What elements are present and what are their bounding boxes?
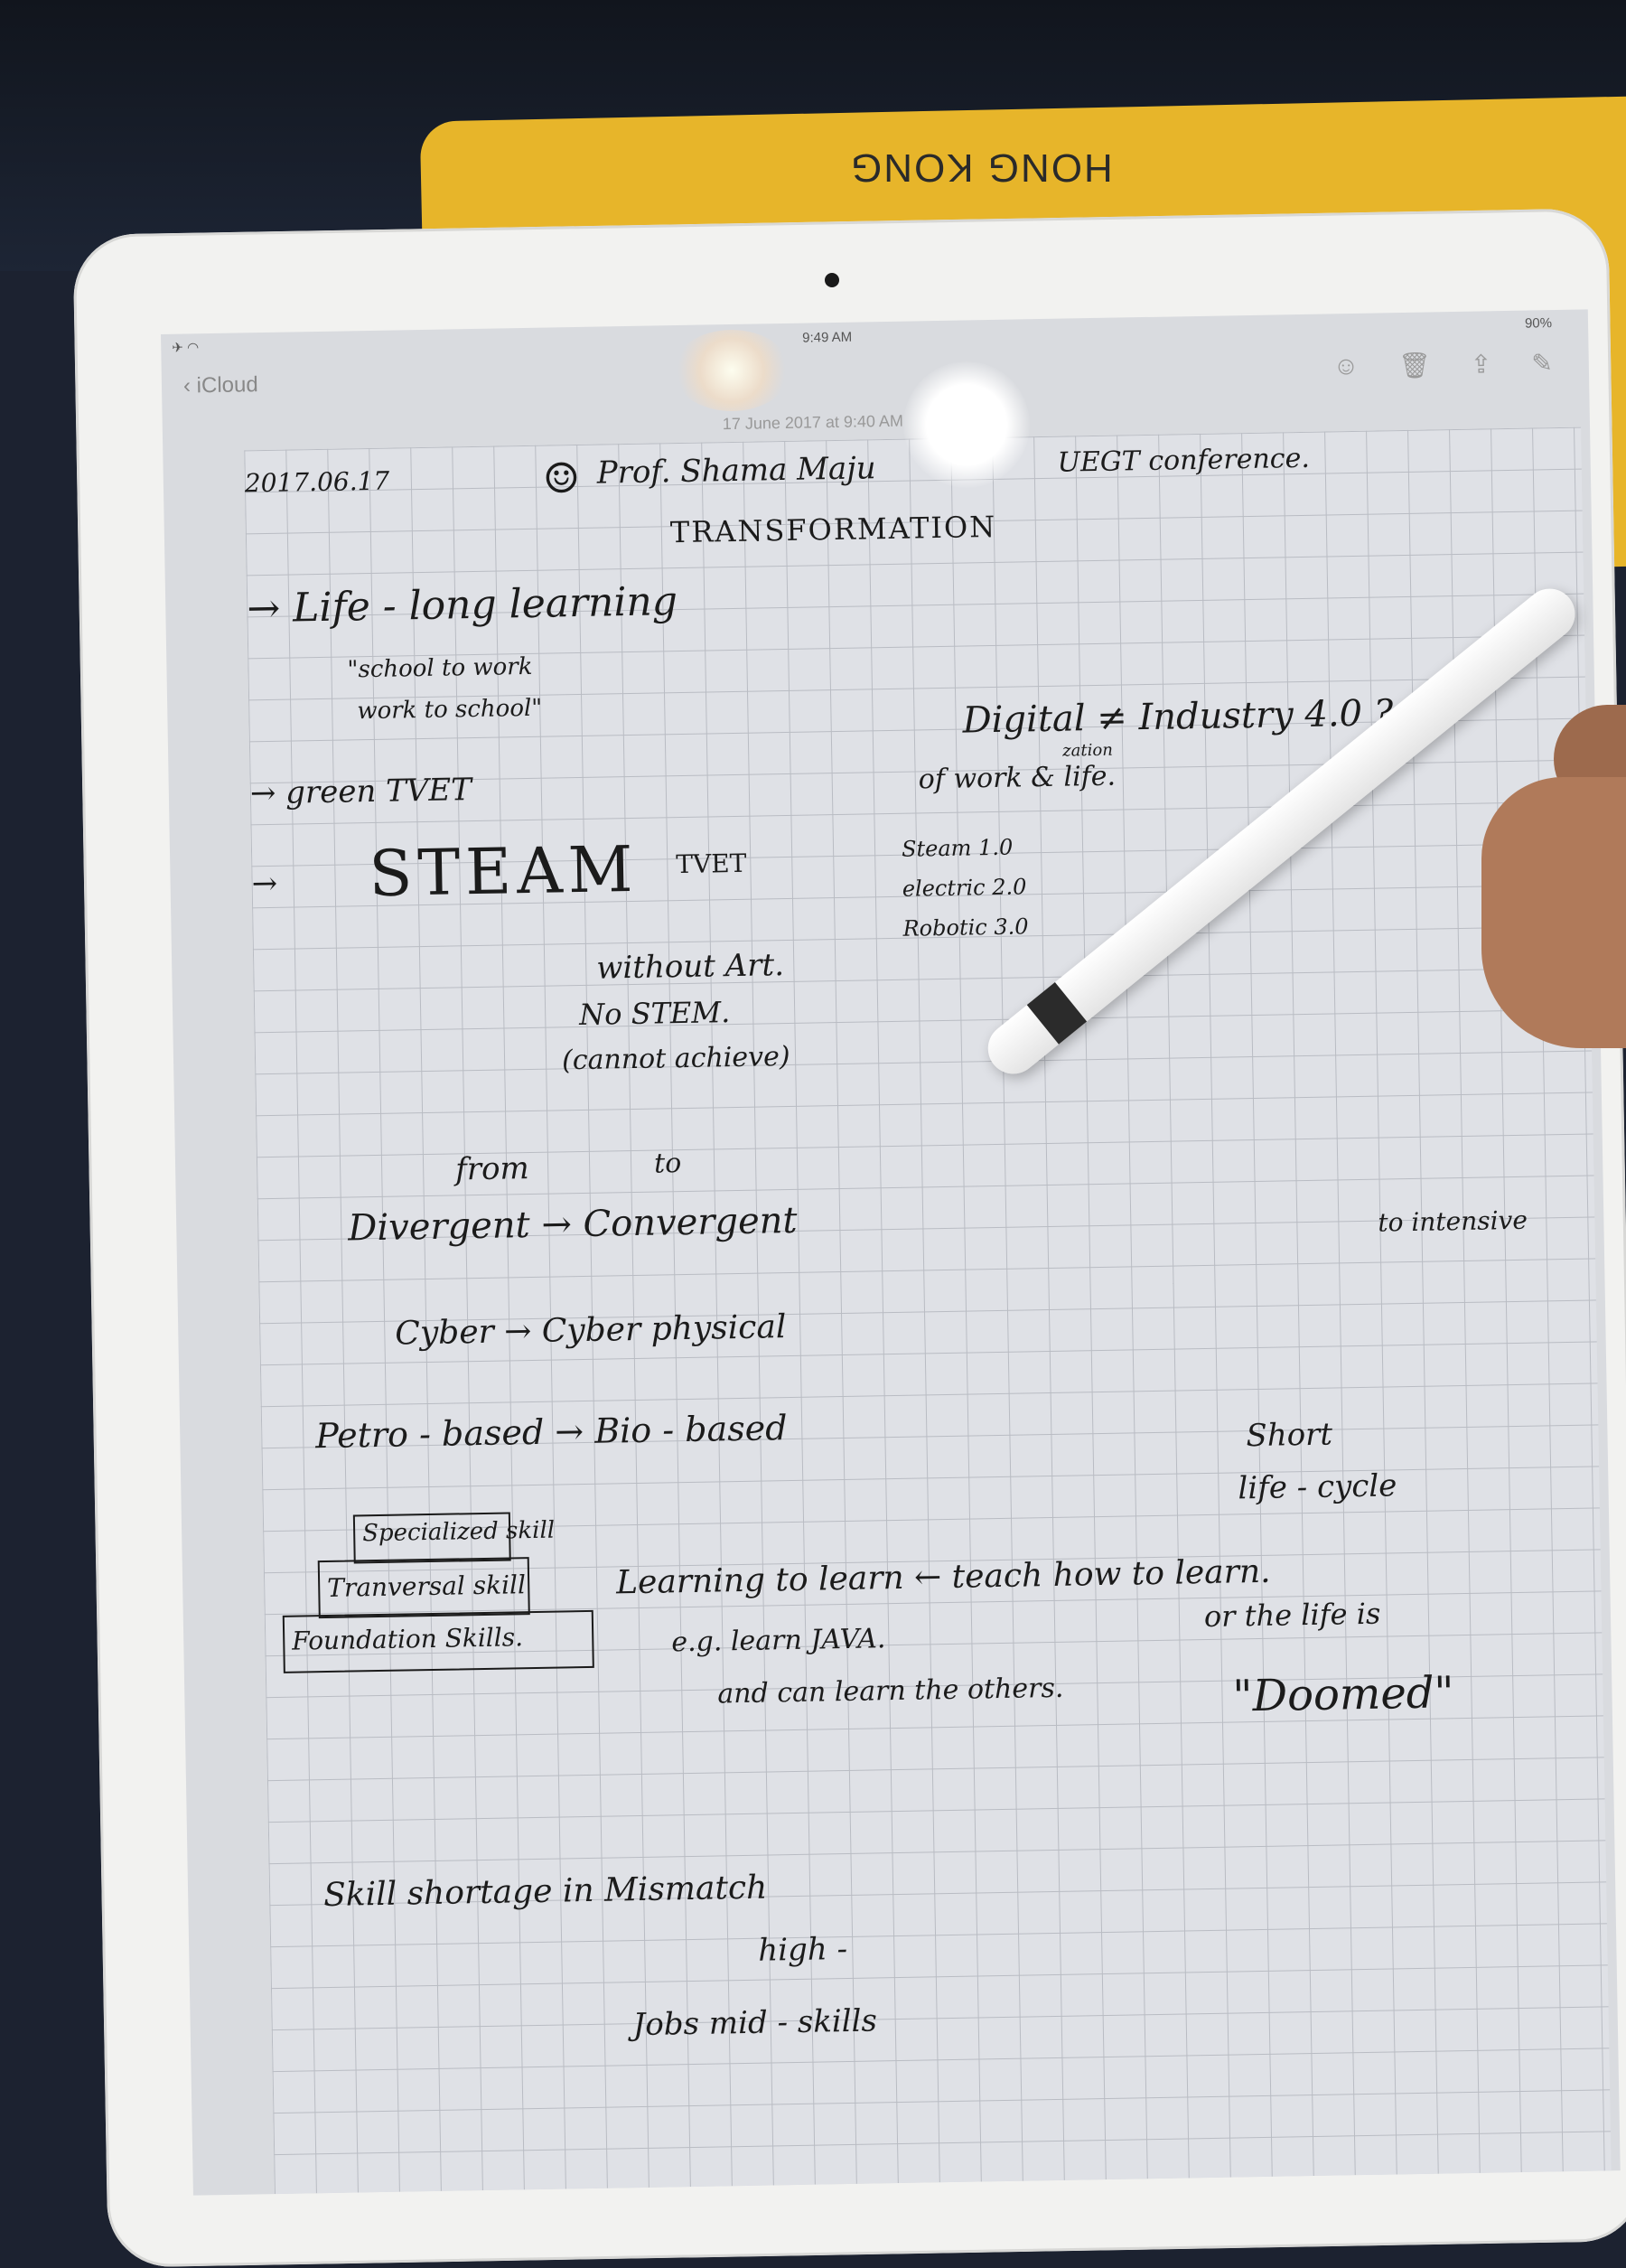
steam-word: STEAM	[368, 831, 640, 912]
jobs-line: Jobs mid - skills	[632, 2002, 878, 2044]
trash-icon[interactable]: 🗑	[1398, 351, 1432, 380]
high-line: high -	[757, 1931, 848, 1969]
skill-shortage-line: Skill shortage in Mismatch	[322, 1869, 768, 1915]
and-can-line: and can learn the others.	[717, 1672, 1064, 1710]
intensive-line: to intensive	[1378, 1204, 1528, 1238]
share-icon[interactable]: ⇪	[1470, 350, 1492, 379]
learning-line: Learning to learn ← teach how to learn.	[615, 1552, 1271, 1602]
digital-line: Digital ≠ Industry 4.0 ?	[962, 692, 1394, 742]
eg-line: e.g. learn JAVA.	[671, 1623, 886, 1659]
without-art: without Art.	[595, 947, 785, 987]
specialized-label: Specialized skill	[361, 1516, 556, 1548]
life-cycle-line: life - cycle	[1238, 1467, 1397, 1507]
note-timestamp: 17 June 2017 at 9:40 AM	[722, 411, 904, 434]
or-life-line: or the life is	[1203, 1596, 1381, 1635]
back-button[interactable]: ‹ iCloud	[183, 372, 258, 398]
light-glare	[673, 330, 790, 411]
lifelong-line: → Life - long learning	[246, 578, 678, 633]
robotic-line: Robotic 3.0	[902, 914, 1029, 942]
from-label: from	[454, 1150, 530, 1188]
event-name: UEGT conference.	[1057, 442, 1311, 479]
to-label: to	[653, 1148, 682, 1180]
toolbar-icons: ☺ 🗑 ⇪ ✎	[1332, 348, 1553, 381]
quote-line-1: "school to work	[347, 652, 533, 684]
note-heading: TRANSFORMATION	[669, 509, 997, 550]
grid-paper[interactable]: 2017.06.17 ☺ Prof. Shama Maju UEGT confe…	[244, 426, 1612, 2195]
tvet-label: TVET	[676, 848, 747, 880]
green-tvet-line: → green TVET	[249, 772, 472, 812]
petro-line: Petro - based → Bio - based	[314, 1408, 788, 1457]
steam-1-line: Steam 1.0	[901, 834, 1014, 862]
status-time: 9:49 AM	[802, 329, 853, 346]
compose-icon[interactable]: ✎	[1531, 349, 1554, 378]
no-stem: No STEM.	[578, 995, 731, 1033]
speaker-name: Prof. Shama Maju	[596, 450, 876, 492]
add-people-icon[interactable]: ☺	[1332, 351, 1360, 380]
electric-line: electric 2.0	[902, 874, 1027, 902]
note-date: 2017.06.17	[244, 465, 390, 499]
battery-indicator: 90%	[1524, 315, 1553, 332]
short-line: Short	[1246, 1416, 1333, 1455]
cyber-line: Cyber → Cyber physical	[394, 1308, 787, 1353]
steam-arrow: →	[251, 865, 278, 903]
doomed-line: "Doomed"	[1232, 1667, 1455, 1722]
foundation-label: Foundation Skills.	[291, 1622, 524, 1656]
hand	[1481, 777, 1626, 1048]
light-glare-bright	[903, 361, 1030, 488]
of-work-line: of work & life.	[918, 760, 1117, 796]
zation-label: zation	[1062, 740, 1114, 761]
back-label: iCloud	[196, 372, 258, 398]
cloth-print: HONG KONG	[849, 145, 1113, 190]
divergent-line: Divergent → Convergent	[347, 1199, 798, 1250]
airplane-wifi-icon: ✈ ◠	[172, 340, 200, 356]
face-doodle-icon: ☺	[542, 453, 581, 503]
quote-line-2: work to school"	[357, 694, 543, 726]
tablet-screen: ✈ ◠ 9:49 AM 90% ‹ iCloud ☺ 🗑 ⇪ ✎ 17 June…	[161, 309, 1621, 2196]
chevron-left-icon: ‹	[182, 373, 197, 398]
front-camera-icon	[825, 273, 839, 287]
transversal-label: Tranversal skill	[326, 1570, 527, 1603]
cannot-achieve: (cannot achieve)	[561, 1040, 790, 1077]
